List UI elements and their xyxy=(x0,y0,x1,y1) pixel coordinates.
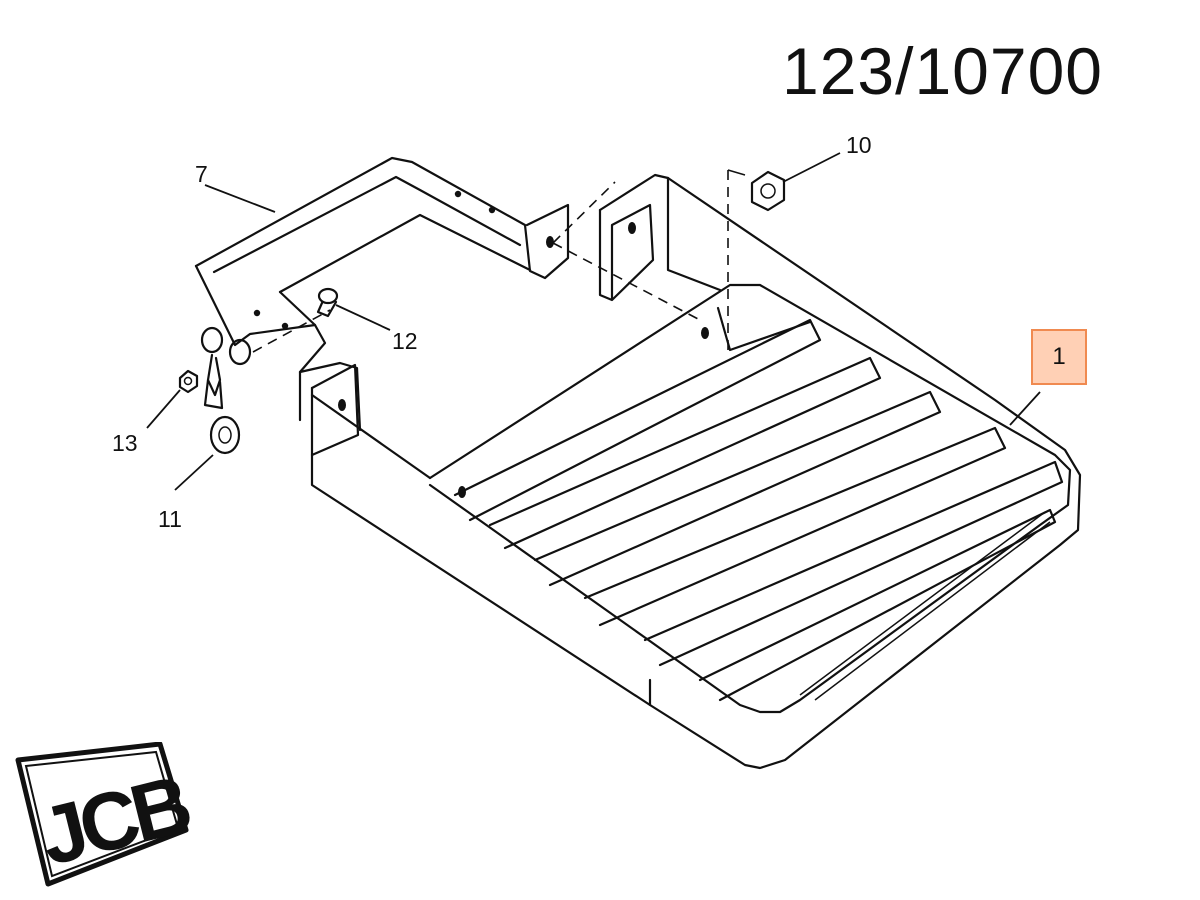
callout-11: 11 xyxy=(158,506,182,532)
callout-1: 1 xyxy=(1052,343,1066,370)
nut-part-13 xyxy=(178,369,199,394)
turnbuckle-part-11 xyxy=(200,326,252,455)
nut-part-10 xyxy=(727,169,786,350)
screw-part-12 xyxy=(316,287,339,318)
leader-lines xyxy=(146,152,1041,491)
callout-12: 12 xyxy=(392,328,418,354)
page-code: 123/10700 xyxy=(782,34,1103,108)
callout-13: 13 xyxy=(112,430,138,456)
callout-10: 10 xyxy=(846,132,872,158)
step-tread-part-1 xyxy=(310,173,1082,770)
jcb-logo: JCB xyxy=(15,742,192,887)
callout-1-highlight[interactable]: 1 xyxy=(1031,329,1087,385)
callout-7: 7 xyxy=(195,161,208,187)
bracket-part-7 xyxy=(194,156,701,432)
